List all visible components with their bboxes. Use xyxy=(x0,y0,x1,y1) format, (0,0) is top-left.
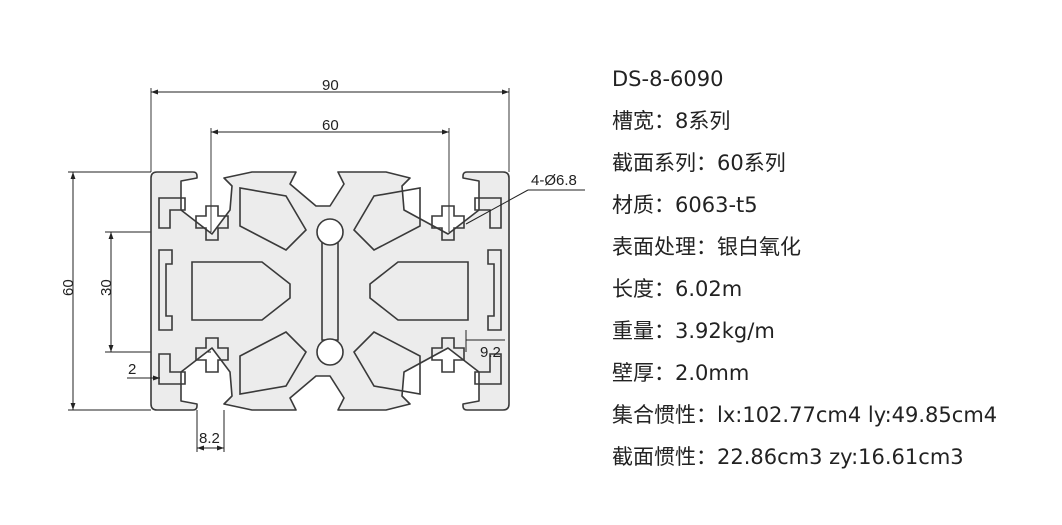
profile-drawing: 90 60 60 30 4-Ø6.8 9.2 2 8.2 xyxy=(60,77,585,452)
spec-model: DS-8-6090 xyxy=(612,67,724,91)
spec-wall-thickness: 壁厚：2.0mm xyxy=(612,361,750,385)
dim-slot-opening-label: 8.2 xyxy=(199,430,220,447)
dim-inner-height-label: 30 xyxy=(98,279,115,296)
spec-moment-of-inertia: 集合惯性：lx:102.77cm4 ly:49.85cm4 xyxy=(612,403,998,427)
spec-slot-width: 槽宽：8系列 xyxy=(612,109,731,133)
spec-section-modulus: 截面惯性：22.86cm3 zy:16.61cm3 xyxy=(612,445,964,469)
dim-slot-depth-label: 9.2 xyxy=(480,344,501,361)
dim-wall-label: 2 xyxy=(128,361,136,378)
center-hole-bottom xyxy=(316,338,344,366)
spec-section-series: 截面系列：60系列 xyxy=(612,151,786,175)
dim-width-label: 90 xyxy=(322,77,339,94)
dimension-lines xyxy=(70,89,585,452)
spec-length: 长度：6.02m xyxy=(612,277,743,301)
spec-material: 材质：6063-t5 xyxy=(612,193,758,217)
profile-internal-webs xyxy=(158,187,502,395)
center-hole-top xyxy=(316,218,344,246)
dim-height-label: 60 xyxy=(60,279,77,296)
dim-slot-spacing-label: 60 xyxy=(322,117,339,134)
spec-weight: 重量：3.92kg/m xyxy=(612,319,775,343)
dim-hole-label: 4-Ø6.8 xyxy=(531,172,577,189)
spec-list: DS-8-6090 槽宽：8系列 截面系列：60系列 材质：6063-t5 表面… xyxy=(612,58,1052,478)
aluminum-profile-outline xyxy=(150,171,510,411)
spec-surface-treatment: 表面处理：银白氧化 xyxy=(612,235,801,259)
